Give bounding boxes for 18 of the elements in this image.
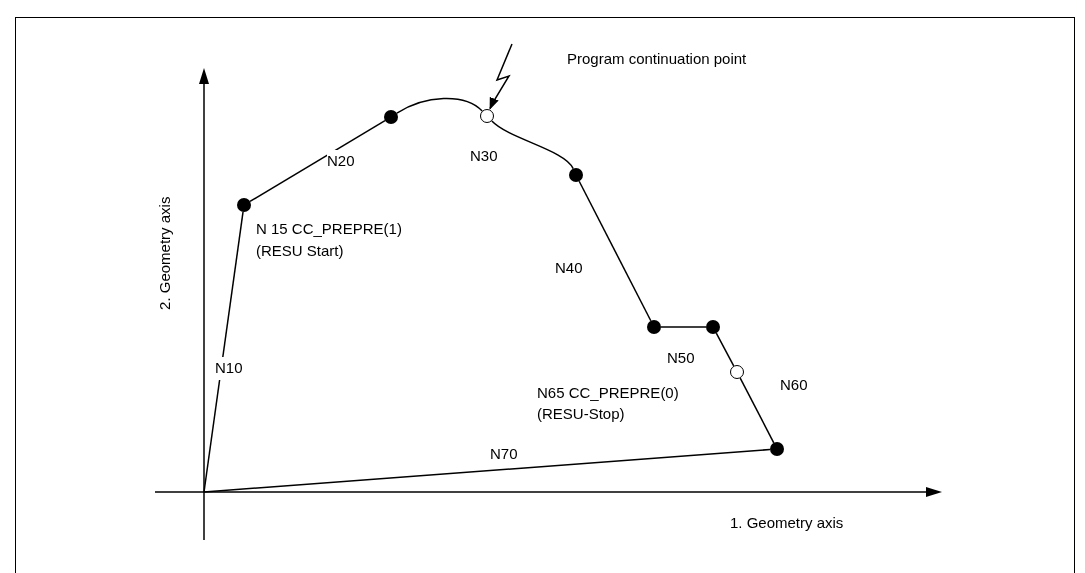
path-segment — [396, 97, 483, 114]
block-annotation: (RESU-Stop) — [537, 404, 625, 424]
block-annotation: (RESU Start) — [256, 241, 344, 261]
path-segment — [578, 180, 652, 322]
callout-text: Program continuation point — [567, 48, 747, 71]
block-annotation: N 15 CC_PREPRE(1) — [256, 219, 402, 239]
axis-label: 1. Geometry axis — [730, 513, 844, 533]
path-segment — [660, 326, 707, 328]
path-segment — [249, 119, 386, 203]
axis-label: 2. Geometry axis — [155, 196, 175, 310]
edge-label: N10 — [215, 357, 243, 380]
path-segment — [491, 120, 574, 170]
path-segment — [739, 377, 775, 444]
path-segment — [715, 332, 735, 367]
lightning-arrow — [489, 43, 513, 110]
path-segment — [203, 448, 771, 493]
path-segment — [203, 211, 244, 493]
block-annotation: N65 CC_PREPRE(0) — [537, 383, 679, 403]
